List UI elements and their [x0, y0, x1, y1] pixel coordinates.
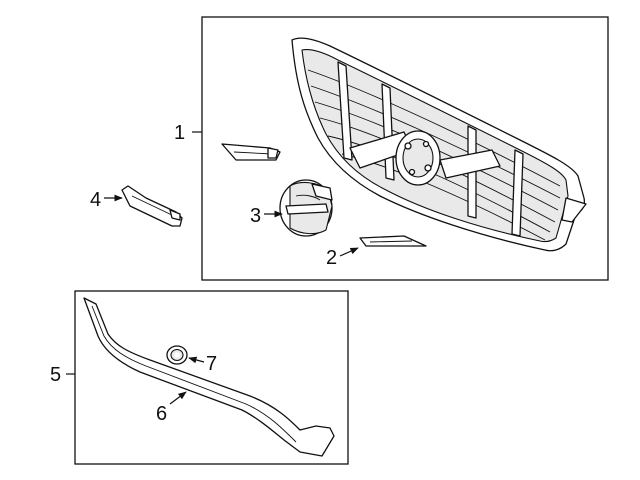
- callout-3-label[interactable]: 3: [250, 205, 261, 227]
- callout-1-label[interactable]: 1: [174, 122, 185, 144]
- clip-part-7[interactable]: [166, 345, 188, 365]
- callout-4-label[interactable]: 4: [90, 189, 101, 211]
- molding-assembly-box: [74, 290, 349, 465]
- emblem-part-3[interactable]: [279, 179, 333, 237]
- side-trim-part-4[interactable]: [121, 185, 183, 227]
- lower-trim-part-2[interactable]: [359, 235, 427, 247]
- callout-6-arrow: [169, 391, 187, 405]
- callout-2-label[interactable]: 2: [326, 247, 337, 269]
- callout-5-label[interactable]: 5: [50, 364, 61, 386]
- molding-strip-part-6[interactable]: [83, 297, 335, 457]
- upper-trim-strip[interactable]: [221, 143, 281, 161]
- callout-2-arrow: [339, 247, 359, 257]
- grille-part-1[interactable]: [291, 37, 587, 252]
- callout-7-label[interactable]: 7: [206, 353, 217, 375]
- grille-assembly-box: [201, 16, 609, 281]
- callout-7-arrow: [188, 356, 205, 364]
- callout-6-label[interactable]: 6: [156, 403, 167, 425]
